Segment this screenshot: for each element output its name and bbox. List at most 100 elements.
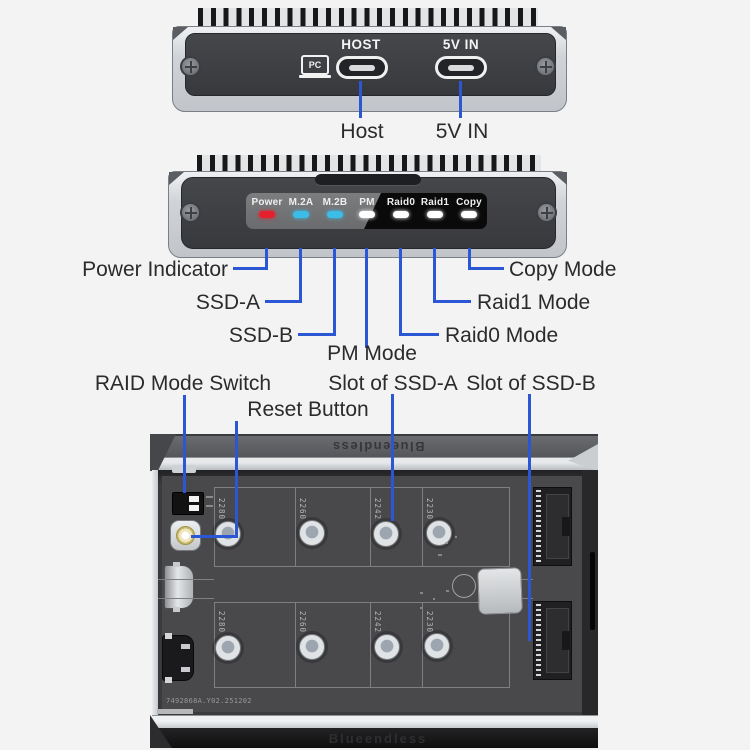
connector-notch — [562, 517, 570, 536]
m2-standoff — [299, 634, 325, 660]
m2-connector-b — [533, 601, 572, 680]
slot-length-label: 2242 — [373, 611, 382, 634]
silkscreen-mark — [157, 709, 193, 714]
connector-tab — [173, 607, 180, 612]
callout-line — [434, 300, 471, 303]
reset-button-label: Reset Button — [247, 398, 369, 421]
callout-line — [359, 81, 362, 118]
led-dot — [461, 211, 477, 218]
copy-mode-label: Copy Mode — [509, 258, 617, 281]
slot-length-label: 2260 — [298, 611, 307, 634]
m2-slot-frame-a: 2280 2260 2242 2230 — [214, 487, 510, 567]
silkscreen-mark — [438, 554, 442, 556]
host-callout-label: Host — [340, 120, 384, 143]
callout-line — [433, 248, 436, 303]
raid-mode-switch-label: RAID Mode Switch — [94, 372, 272, 395]
silkscreen-mark — [206, 505, 213, 507]
enclosure-internal-view: Blueendless 2280 2260 2242 2230 2280 226… — [150, 432, 600, 748]
connector-pins — [536, 604, 541, 677]
callout-line — [191, 535, 238, 538]
callout-line — [233, 267, 268, 270]
callout-line — [298, 333, 336, 336]
led-dot — [259, 211, 275, 218]
connector-tab — [173, 562, 180, 567]
power-indicator-label: Power Indicator — [82, 258, 228, 281]
m2-standoff — [299, 520, 325, 546]
silkscreen-line — [295, 603, 296, 687]
case-bottom-band — [152, 728, 598, 748]
ssd-b-label: SSD-B — [228, 324, 293, 347]
led-dot — [293, 211, 309, 218]
callout-line — [391, 394, 394, 521]
callout-line — [333, 248, 336, 336]
silkscreen-mark — [206, 496, 213, 498]
callout-line — [468, 248, 471, 270]
vent-slot — [590, 552, 595, 630]
pcb-serial-text: 7492868A.Y02.251202 — [166, 697, 252, 705]
power-in-callout-label: 5V IN — [435, 120, 489, 143]
silkscreen-line — [295, 488, 296, 566]
raid0-mode-label: Raid0 Mode — [445, 324, 559, 347]
led-m2a: M.2A — [279, 193, 323, 229]
pm-mode-label: PM Mode — [327, 342, 417, 365]
silkscreen-line — [422, 603, 423, 687]
reset-button — [170, 520, 201, 551]
slot-ssd-a-label: Slot of SSD-A — [328, 372, 458, 395]
m2-standoff — [374, 634, 400, 660]
connector-notch — [562, 631, 570, 650]
callout-line — [528, 394, 531, 641]
led-window: Power M.2A M.2B PM Raid0 Raid1 Copy — [246, 193, 487, 229]
pc-icon: PC — [299, 55, 331, 78]
raid-mode-dip-switch — [172, 492, 204, 515]
callout-line — [459, 81, 462, 118]
m2-standoff — [215, 635, 241, 661]
silkscreen-mark — [445, 542, 448, 544]
led-raid1: Raid1 — [413, 193, 457, 229]
silkscreen-mark — [420, 607, 422, 609]
m2-connector-a — [533, 487, 572, 566]
connector-pad — [165, 633, 172, 639]
case-top-band — [152, 436, 598, 458]
callout-line — [401, 333, 439, 336]
led-raid0: Raid0 — [379, 193, 423, 229]
callout-line — [183, 395, 186, 493]
screw-icon — [535, 56, 556, 77]
ssd-a-label: SSD-A — [195, 291, 260, 314]
slot-length-label: 2280 — [217, 498, 226, 521]
case-aluminum-band — [152, 457, 598, 471]
callout-line — [265, 248, 268, 270]
dip-slider — [189, 505, 199, 511]
led-dot — [393, 211, 409, 218]
silkscreen-mark — [446, 590, 449, 592]
callout-line — [399, 248, 402, 336]
connector-pad — [181, 667, 190, 672]
slot-length-label: 2260 — [298, 498, 307, 521]
led-dot — [427, 211, 443, 218]
slot-ssd-b-label: Slot of SSD-B — [466, 372, 596, 395]
top-recess — [315, 174, 421, 186]
silkscreen-mark — [420, 592, 423, 594]
thermal-pad — [477, 567, 523, 615]
slot-length-label: 2230 — [425, 611, 434, 634]
power-port-label: 5V IN — [442, 37, 480, 52]
m2-standoff — [373, 521, 399, 547]
m2-standoff — [424, 633, 450, 659]
silkscreen-line — [422, 488, 423, 566]
led-power: Power — [246, 193, 289, 229]
callout-line — [235, 421, 238, 538]
silkscreen-mark — [455, 536, 457, 538]
callout-line — [469, 267, 504, 270]
screw-icon — [536, 202, 557, 223]
screw-icon — [180, 56, 201, 77]
usb-c-host-port — [336, 56, 388, 79]
raid1-mode-label: Raid1 Mode — [477, 291, 591, 314]
connector-pad — [181, 644, 190, 649]
led-dot — [327, 211, 343, 218]
connector-pad — [165, 677, 172, 683]
silkscreen-line — [370, 488, 371, 566]
usb-c-power-port — [435, 56, 487, 79]
brand-logo-top: Blueendless — [331, 439, 425, 454]
silkscreen-mark — [433, 598, 435, 600]
callout-line — [365, 248, 368, 348]
